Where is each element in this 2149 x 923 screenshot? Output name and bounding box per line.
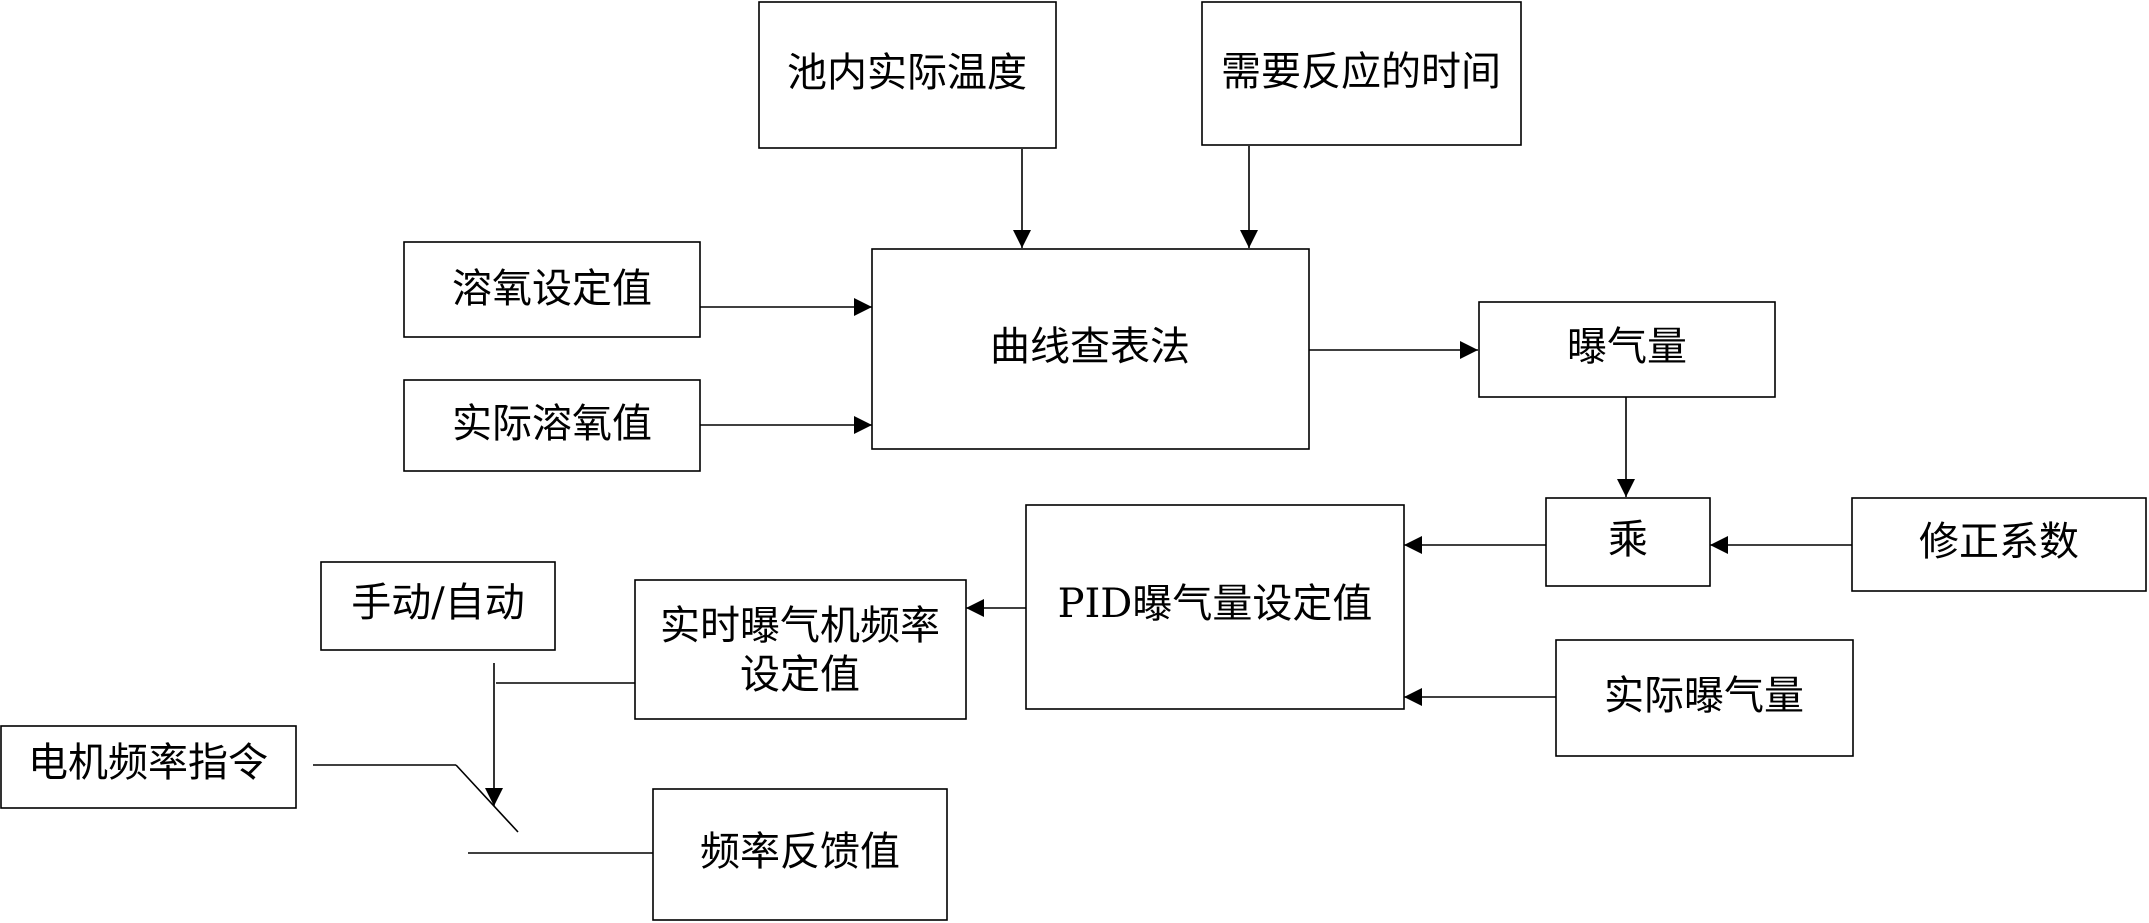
svg-text:实际曝气量: 实际曝气量 [1604,673,1804,719]
svg-text:池内实际温度: 池内实际温度 [787,50,1027,96]
node-manual-auto: 手动/自动 [320,561,556,651]
svg-text:曲线查表法: 曲线查表法 [990,324,1190,370]
svg-text:需要反应的时间: 需要反应的时间 [1221,49,1501,95]
node-reaction-time: 需要反应的时间 [1201,1,1522,146]
edges [313,146,1852,854]
node-correction-factor: 修正系数 [1851,497,2147,592]
svg-text:频率反馈值: 频率反馈值 [700,829,900,875]
node-blower-freq-setpoint: 实时曝气机频率 设定值 [634,579,967,720]
svg-text:实际溶氧值: 实际溶氧值 [452,401,652,447]
node-do-setpoint: 溶氧设定值 [403,241,701,338]
svg-text:手动/自动: 手动/自动 [351,580,524,626]
node-pool-temperature: 池内实际温度 [758,1,1057,149]
node-pid-aeration-setpoint: PID曝气量设定值 [1025,504,1405,710]
svg-text:溶氧设定值: 溶氧设定值 [452,266,652,312]
node-aeration-amount: 曝气量 [1478,301,1776,398]
node-multiply: 乘 [1545,497,1711,587]
node-curve-lookup: 曲线查表法 [871,248,1310,450]
svg-text:电机频率指令: 电机频率指令 [28,740,268,786]
svg-text:曝气量: 曝气量 [1567,324,1687,370]
node-actual-aeration: 实际曝气量 [1555,639,1854,757]
node-freq-feedback: 频率反馈值 [652,788,948,921]
svg-text:实时曝气机频率: 实时曝气机频率 [660,603,940,649]
svg-text:设定值: 设定值 [740,652,860,698]
svg-text:PID曝气量设定值: PID曝气量设定值 [1058,581,1373,627]
svg-text:乘: 乘 [1608,517,1648,563]
node-actual-do: 实际溶氧值 [403,379,701,472]
switch-blade [455,764,519,833]
node-motor-freq-command: 电机频率指令 [0,725,297,809]
svg-text:修正系数: 修正系数 [1919,519,2079,565]
